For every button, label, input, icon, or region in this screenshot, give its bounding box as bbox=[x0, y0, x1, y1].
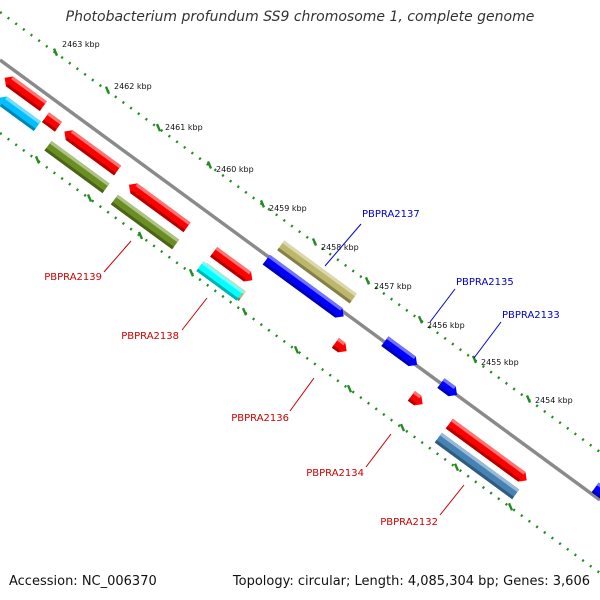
gene-label-leader bbox=[365, 433, 392, 468]
tick-label: 2458 kbp bbox=[321, 243, 359, 252]
inner-major-tick bbox=[507, 502, 514, 511]
gene-feature bbox=[445, 418, 527, 482]
gene-features bbox=[0, 76, 600, 500]
gene-feature bbox=[0, 96, 41, 132]
inner-major-tick bbox=[399, 423, 406, 432]
gene-feature bbox=[64, 130, 122, 176]
tick-label: 2456 kbp bbox=[427, 321, 465, 330]
outer-major-tick bbox=[364, 276, 371, 285]
gene-feature bbox=[407, 391, 423, 406]
gene-label-leader bbox=[103, 240, 132, 273]
gene-feature bbox=[262, 254, 344, 318]
outer-major-tick bbox=[525, 394, 532, 403]
gene-label-leader bbox=[289, 377, 315, 412]
gene-label-leader bbox=[324, 223, 362, 267]
inner-major-tick bbox=[86, 194, 93, 203]
inner-major-tick bbox=[241, 307, 248, 316]
inner-major-tick bbox=[137, 231, 144, 240]
inner-major-tick bbox=[293, 345, 300, 354]
outer-major-tick bbox=[311, 238, 318, 247]
gene-feature bbox=[42, 112, 62, 132]
outer-major-tick bbox=[417, 315, 424, 324]
outer-major-tick bbox=[104, 86, 111, 95]
tick-label: 2461 kbp bbox=[165, 123, 203, 132]
inner-tick-ring bbox=[0, 131, 600, 575]
inner-major-tick bbox=[34, 155, 41, 164]
gene-label: PBPRA2132 bbox=[380, 517, 438, 528]
gene-label: PBPRA2138 bbox=[121, 331, 179, 342]
gene-label: PBPRA2133 bbox=[502, 310, 560, 321]
gene-feature bbox=[437, 378, 458, 397]
outer-tick-ring bbox=[0, 10, 600, 454]
gene-feature bbox=[128, 183, 191, 233]
gene-label: PBPRA2137 bbox=[362, 209, 420, 220]
gene-label-leader bbox=[181, 297, 208, 331]
gene-feature bbox=[4, 76, 47, 112]
inner-major-tick bbox=[346, 384, 353, 393]
tick-label: 2460 kbp bbox=[216, 165, 254, 174]
tick-label: 2459 kbp bbox=[269, 204, 307, 213]
inner-major-tick bbox=[188, 268, 195, 277]
gene-label-leader bbox=[473, 321, 502, 359]
tick-label: 2463 kbp bbox=[62, 40, 100, 49]
gene-label: PBPRA2135 bbox=[456, 277, 514, 288]
gene-label-leaders bbox=[103, 223, 502, 516]
gene-label: PBPRA2139 bbox=[44, 272, 102, 283]
gene-label: PBPRA2134 bbox=[306, 468, 364, 479]
gene-feature bbox=[210, 246, 253, 282]
gene-feature bbox=[196, 261, 244, 301]
outer-major-tick bbox=[259, 199, 266, 208]
outer-major-tick bbox=[471, 355, 478, 364]
gene-feature bbox=[434, 432, 520, 500]
tick-label: 2454 kbp bbox=[535, 396, 573, 405]
gene-feature bbox=[44, 140, 110, 194]
topology-summary: Topology: circular; Length: 4,085,304 bp… bbox=[232, 574, 590, 589]
accession-text: Accession: NC_006370 bbox=[9, 574, 157, 589]
outer-major-tick bbox=[52, 48, 59, 57]
gene-feature bbox=[381, 336, 418, 367]
tick-label: 2455 kbp bbox=[481, 358, 519, 367]
gene-label-leader bbox=[439, 484, 465, 516]
gene-feature bbox=[277, 240, 357, 304]
gene-label-leader bbox=[429, 288, 456, 323]
outer-major-tick bbox=[206, 161, 213, 170]
tick-label: 2457 kbp bbox=[374, 282, 412, 291]
tick-label: 2462 kbp bbox=[114, 82, 152, 91]
gene-feature bbox=[110, 194, 180, 250]
inner-major-tick bbox=[453, 463, 460, 472]
outer-major-tick bbox=[155, 123, 162, 132]
tick-labels: 2463 kbp 2462 kbp 2461 kbp 2460 kbp 2459 kbp… bbox=[62, 40, 573, 405]
map-title: Photobacterium profundum SS9 chromosome … bbox=[65, 9, 535, 25]
gene-label: PBPRA2136 bbox=[231, 413, 289, 424]
gene-feature bbox=[331, 338, 347, 353]
major-ticks bbox=[34, 48, 532, 511]
